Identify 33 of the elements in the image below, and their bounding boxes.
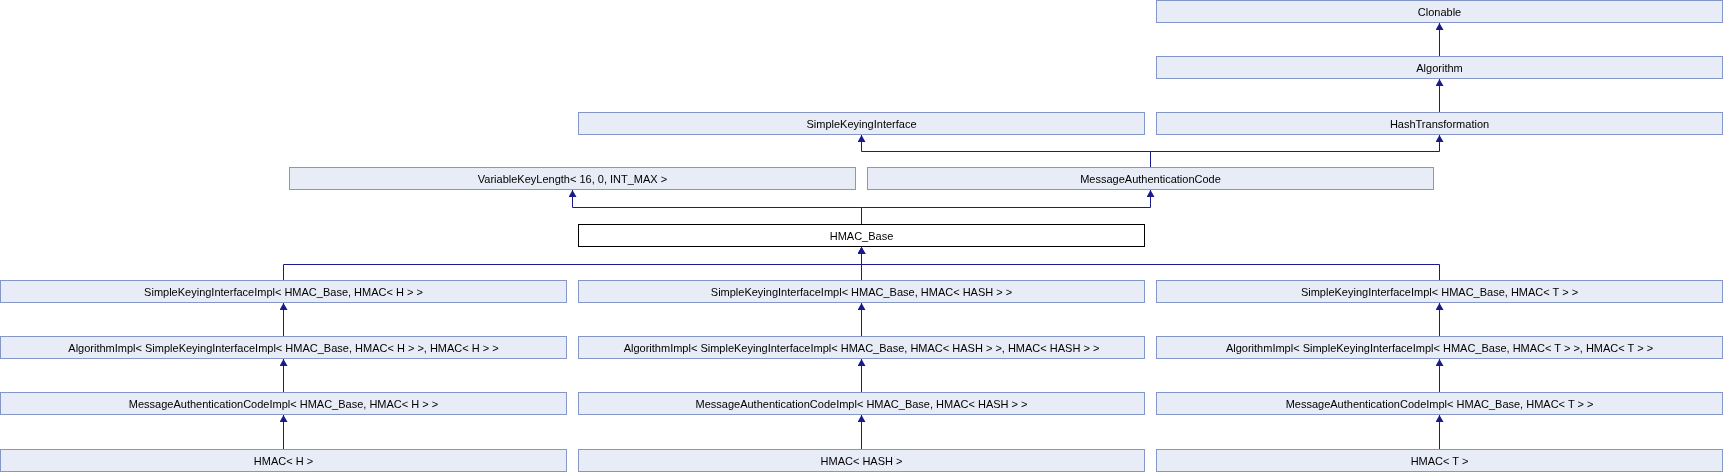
- inheritance-arrow: [279, 302, 288, 337]
- inheritance-arrow: [1435, 78, 1444, 113]
- class-box: HMAC< T >: [1156, 449, 1723, 472]
- inheritance-arrow: [857, 358, 866, 393]
- class-box: MessageAuthenticationCodeImpl< HMAC_Base, HMAC< H > >: [0, 392, 567, 415]
- inheritance-arrow: [279, 358, 288, 393]
- class-box: AlgorithmImpl< SimpleKeyingInterfaceImpl< HMAC_Base, HMAC< T > >, HMAC< T > >: [1156, 336, 1723, 359]
- class-box: MessageAuthenticationCode: [867, 167, 1434, 190]
- class-box: MessageAuthenticationCodeImpl< HMAC_Base, HMAC< T > >: [1156, 392, 1723, 415]
- class-box: Algorithm: [1156, 56, 1723, 79]
- class-box: HMAC< H >: [0, 449, 567, 472]
- inheritance-arrow: [857, 414, 866, 450]
- inheritance-arrow: [857, 246, 1440, 281]
- current-class-box: HMAC_Base: [578, 224, 1145, 247]
- class-box: HashTransformation: [1156, 112, 1723, 135]
- inheritance-arrow: [1435, 22, 1444, 57]
- inheritance-arrow: [1435, 414, 1444, 450]
- class-box: SimpleKeyingInterfaceImpl< HMAC_Base, HMAC< H > >: [0, 280, 567, 303]
- class-box: SimpleKeyingInterfaceImpl< HMAC_Base, HMAC< T > >: [1156, 280, 1723, 303]
- class-box: SimpleKeyingInterfaceImpl< HMAC_Base, HMAC< HASH > >: [578, 280, 1145, 303]
- inheritance-arrow: [857, 302, 866, 337]
- class-box: SimpleKeyingInterface: [578, 112, 1145, 135]
- class-box: Clonable: [1156, 0, 1723, 23]
- class-box: AlgorithmImpl< SimpleKeyingInterfaceImpl< HMAC_Base, HMAC< H > >, HMAC< H > >: [0, 336, 567, 359]
- inheritance-arrow: [1435, 358, 1444, 393]
- inheritance-arrow: [861, 189, 1155, 225]
- class-box: HMAC< HASH >: [578, 449, 1145, 472]
- inheritance-arrow: [279, 414, 288, 450]
- inheritance-arrow: [1435, 302, 1444, 337]
- inheritance-arrow: [1150, 134, 1444, 168]
- class-box: MessageAuthenticationCodeImpl< HMAC_Base, HMAC< HASH > >: [578, 392, 1145, 415]
- class-box: VariableKeyLength< 16, 0, INT_MAX >: [289, 167, 856, 190]
- class-box: AlgorithmImpl< SimpleKeyingInterfaceImpl< HMAC_Base, HMAC< HASH > >, HMAC< HASH > >: [578, 336, 1145, 359]
